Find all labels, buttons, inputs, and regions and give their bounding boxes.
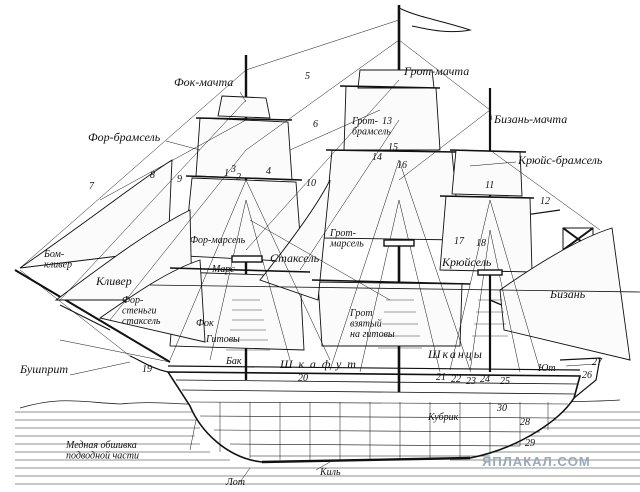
callout-number-12: 12 [540, 196, 550, 207]
label-layer: Фок-мачта Грот-мачта Бизань-мачта Фор-бр… [19, 64, 603, 488]
callout-number-5: 5 [305, 71, 310, 82]
callout-number-2: 2 [236, 172, 241, 183]
head-sails [19, 159, 331, 343]
callout-number-18: 18 [476, 238, 486, 249]
tops [231, 239, 503, 276]
callout-number-1: 1 [224, 168, 229, 179]
callout-number-23: 23 [466, 376, 476, 387]
callout-number-26: 26 [582, 370, 592, 381]
label-yut: Ют [537, 363, 556, 374]
callout-number-22: 22 [451, 374, 461, 385]
label-bizan-machta: Бизань-мачта [493, 112, 567, 126]
label-bak: Бак [225, 356, 242, 367]
label-bom-kliver: Бом-кливер [43, 249, 72, 271]
label-bizan: Бизань [549, 287, 586, 301]
label-kliver: Кливер [95, 274, 132, 288]
callout-number-4: 4 [266, 166, 271, 177]
label-kryuis-bramsel: Крюйс-брамсель [517, 153, 603, 167]
label-grot-machta: Грот-мачта [403, 64, 469, 78]
label-fok-machta: Фок-мачта [174, 75, 233, 89]
callout-number-29: 29 [525, 438, 535, 449]
rigging [19, 19, 601, 373]
label-lot: Лот [225, 477, 245, 488]
label-bugshprit: Бушприт [19, 362, 68, 376]
label-kubrik: Кубрик [427, 412, 459, 423]
callout-number-27: 27 [592, 357, 603, 368]
label-for-bramsel: Фор-брамсель [88, 130, 161, 144]
callout-number-17: 17 [454, 236, 465, 247]
callout-number-10: 10 [306, 178, 316, 189]
shrouds [226, 299, 508, 351]
callout-number-6: 6 [313, 119, 318, 130]
label-kil: Киль [319, 467, 341, 478]
hull [129, 355, 601, 464]
callout-number-8: 8 [150, 170, 155, 181]
callout-number-7: 7 [89, 181, 95, 192]
label-staksel: Стаксель [270, 251, 320, 265]
callout-number-14: 14 [372, 152, 382, 163]
pennant [398, 7, 472, 33]
label-for-marsel: Фор-марсель [190, 235, 246, 246]
label-kryuisel: Крюйсель [441, 255, 492, 269]
callout-number-19: 19 [142, 364, 152, 375]
callout-number-13: 13 [382, 116, 392, 127]
watermark: ЯПЛАКАЛ.COM [482, 454, 591, 469]
label-shkantsy: Шканцы [427, 347, 484, 361]
label-mars: Марс [211, 264, 235, 275]
leader-lines [69, 91, 517, 483]
callout-number-28: 28 [520, 417, 530, 428]
main-sails [317, 69, 463, 347]
callout-number-11: 11 [485, 180, 494, 191]
callout-number-24: 24 [480, 374, 490, 385]
callout-number-20: 20 [298, 373, 308, 384]
label-grot-marsel: Грот-марсель [329, 228, 364, 250]
callout-number-16: 16 [397, 160, 407, 171]
yards [149, 85, 640, 293]
callout-number-25: 25 [500, 376, 510, 387]
label-fok: Фок [196, 318, 214, 329]
bowsprit [14, 269, 171, 363]
callout-number-9: 9 [177, 174, 182, 185]
callout-number-15: 15 [388, 142, 398, 153]
label-gitovy: Гитовы [205, 334, 240, 345]
callout-number-30: 30 [496, 403, 507, 414]
callout-number-21: 21 [436, 372, 446, 383]
callout-number-3: 3 [230, 164, 236, 175]
label-grot-bramsel: Грот-брамсель [351, 116, 391, 138]
label-shkafut: Шкафут [279, 357, 362, 371]
